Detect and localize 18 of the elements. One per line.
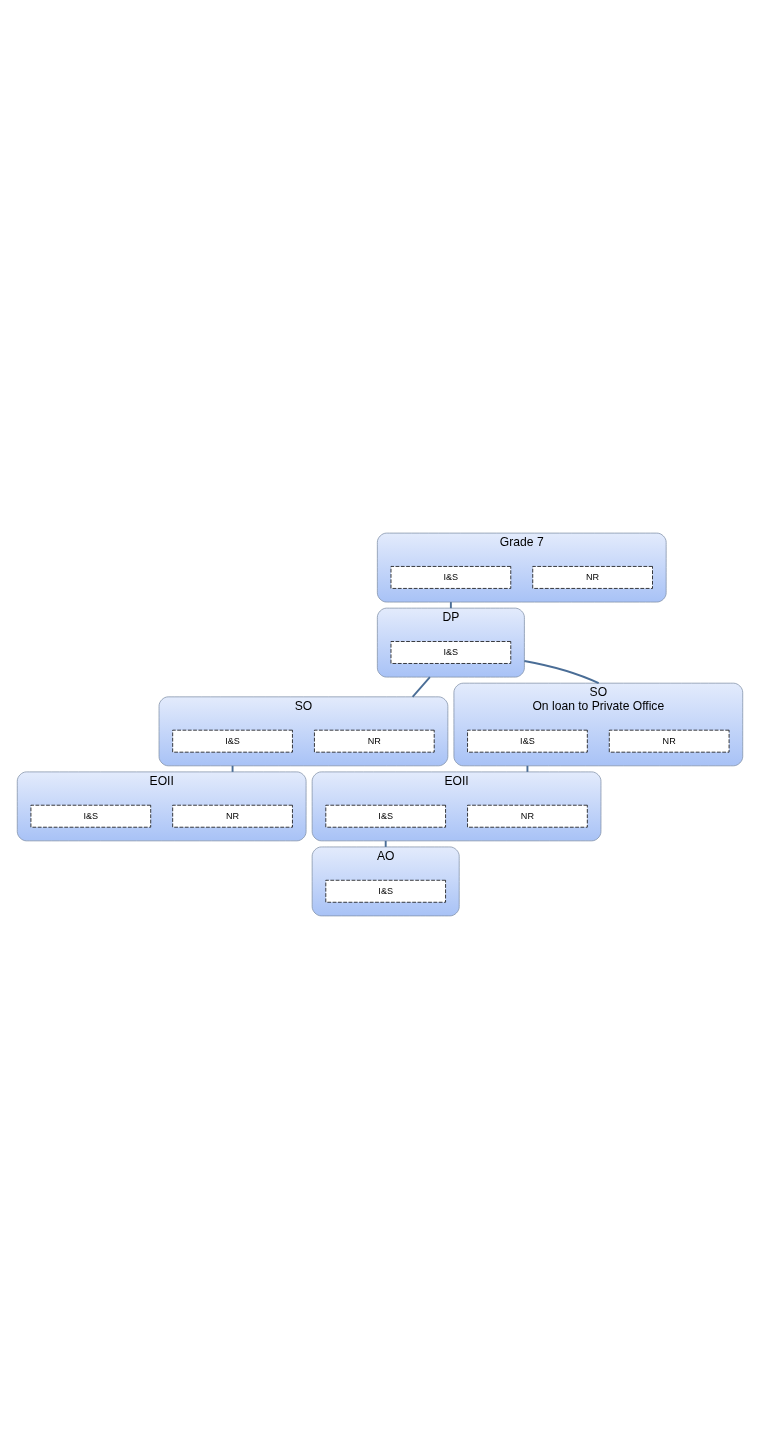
node-box: I&S	[390, 640, 512, 664]
node-box: I&S	[30, 804, 152, 828]
node-box: I&S	[325, 879, 446, 903]
node-box: NR	[467, 804, 588, 828]
connector	[449, 600, 452, 609]
node-box: I&S	[467, 729, 588, 753]
node-box: NR	[314, 729, 435, 753]
node-box: I&S	[172, 729, 293, 753]
node-box: NR	[608, 729, 730, 753]
node-box: I&S	[325, 804, 446, 828]
connector	[526, 764, 529, 773]
connector	[411, 675, 431, 698]
connector	[523, 659, 600, 684]
node-box: NR	[172, 804, 293, 828]
node-box: NR	[532, 565, 653, 589]
node-box: I&S	[390, 565, 512, 589]
connector	[384, 839, 387, 848]
connector	[231, 764, 234, 773]
